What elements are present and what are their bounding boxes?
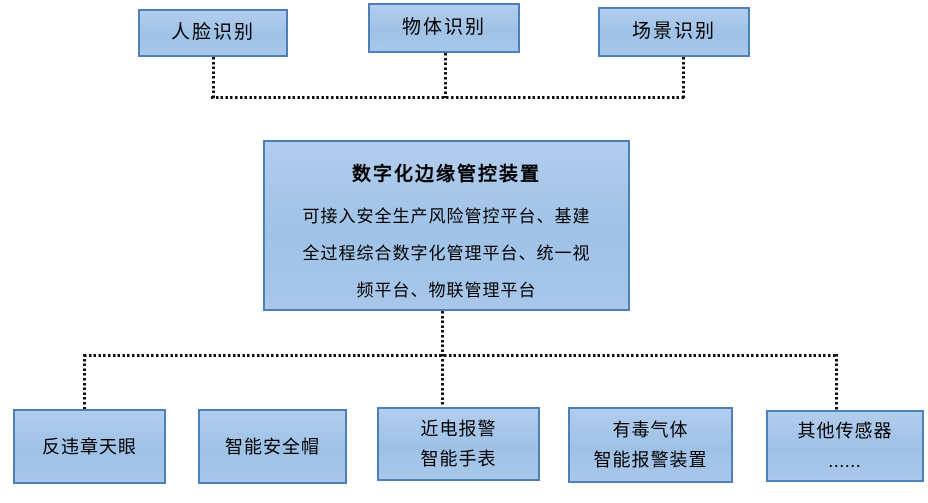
node-proximity-alarm-watch-line-2: 智能手表 [420,449,497,469]
edge-control-device-title: 数字化边缘管控装置 [351,164,541,185]
node-other-sensors-line-2: ...... [828,451,862,471]
node-edge-control-device: 数字化边缘管控装置 可接入安全生产风险管控平台、基建 全过程综合数字化管理平台、… [263,140,630,311]
description-line-1: 可接入安全生产风险管控平台、基建 [302,207,591,226]
edge-control-device-description: 可接入安全生产风险管控平台、基建 全过程综合数字化管理平台、统一视 频平台、物联… [303,198,591,309]
node-proximity-alarm-watch: 近电报警 智能手表 [377,407,540,481]
node-object-recognition: 物体识别 [368,3,520,53]
description-line-2: 全过程综合数字化管理平台、统一视 [302,244,591,263]
description-line-3: 频平台、物联管理平台 [356,281,537,300]
node-face-recognition: 人脸识别 [138,9,288,57]
connector-anti-violation-drop [83,354,86,409]
node-anti-violation-skyeye-label: 反违章天眼 [42,436,137,457]
node-object-recognition-label: 物体识别 [401,17,486,39]
connector-bottom-bus [84,354,838,357]
node-smart-helmet-label: 智能安全帽 [225,436,320,457]
node-face-recognition-label: 人脸识别 [170,22,255,44]
node-scene-recognition-label: 场景识别 [631,21,716,43]
connector-object-drop [444,53,447,98]
connector-center-drop [441,311,444,408]
node-toxic-gas-alarm-line-1: 有毒气体 [612,420,689,440]
node-other-sensors: 其他传感器 ...... [766,410,924,482]
connector-top-bus [211,96,685,99]
connector-face-drop [212,57,215,98]
node-anti-violation-skyeye: 反违章天眼 [13,409,166,484]
node-toxic-gas-alarm: 有毒气体 智能报警装置 [568,407,733,483]
node-scene-recognition: 场景识别 [598,7,750,57]
node-toxic-gas-alarm-line-2: 智能报警装置 [593,450,708,470]
node-proximity-alarm-watch-line-1: 近电报警 [420,419,497,439]
connector-other-sensors-drop [835,354,838,411]
connector-scene-drop [682,57,685,98]
node-other-sensors-line-1: 其他传感器 [797,421,893,441]
node-smart-helmet: 智能安全帽 [198,409,347,484]
